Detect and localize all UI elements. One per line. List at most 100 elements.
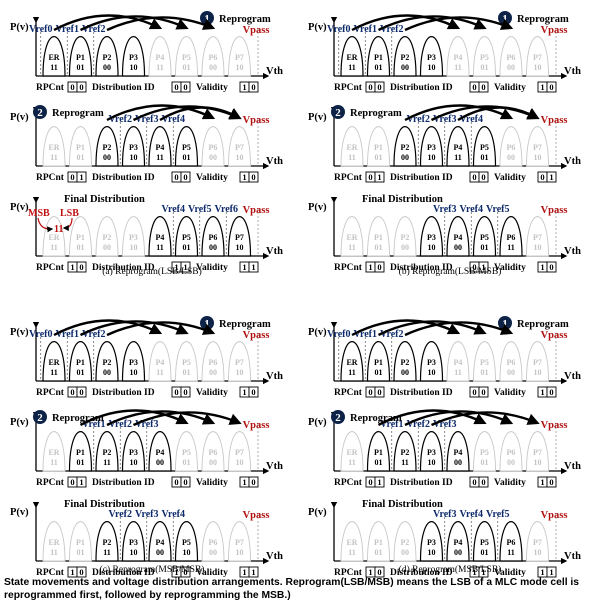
vref-label: Vref5 (486, 509, 510, 520)
ghost-state-bell (393, 521, 417, 562)
ghost-state-bits: 00 (209, 548, 217, 557)
final-distribution-label: Final Distribution (362, 194, 443, 205)
state-bits: 10 (130, 368, 138, 377)
ghost-state-bell (175, 36, 198, 77)
ghost-state-bits: 11 (156, 368, 164, 377)
meta-bit-box (374, 261, 385, 273)
meta-bit-box (76, 171, 87, 183)
meta-bit: 0 (79, 82, 83, 92)
state-bits: 11 (103, 458, 111, 467)
state-bell (121, 341, 146, 382)
vpass-label: Vpass (243, 205, 270, 216)
meta-bit-box (180, 476, 191, 488)
meta-bit: 0 (368, 387, 372, 397)
state-bits: 01 (375, 368, 383, 377)
meta-bit: 0 (251, 387, 255, 397)
state-bits: 10 (236, 243, 244, 252)
p-axis-label: P(v) (308, 507, 327, 518)
ghost-state-label: P6 (209, 358, 218, 367)
rpcnt-label: RPCnt (36, 568, 65, 578)
state-move-arrow (106, 104, 216, 122)
meta-bit: 0 (472, 172, 476, 182)
ghost-state-bell (526, 431, 549, 472)
state-bits: 01 (77, 458, 85, 467)
ghost-state-bell (228, 431, 251, 472)
distribution-id-label: Distribution ID (390, 478, 453, 488)
state-bell (366, 341, 391, 382)
ghost-state-bell (122, 216, 145, 257)
ghost-state-bits: 11 (454, 63, 462, 72)
ghost-state-bits: 00 (401, 548, 409, 557)
step-number-badge (331, 105, 345, 119)
vth-axis-label: Vth (564, 156, 581, 167)
ghost-state-bits: 01 (375, 243, 383, 252)
ghost-state-bell (446, 341, 470, 382)
state-bell (340, 341, 364, 382)
vref-label: Vref5 (486, 204, 510, 215)
ghost-state-label: P6 (507, 53, 516, 62)
ghost-state-bits: 10 (534, 368, 542, 377)
state-move-arrow (351, 14, 461, 32)
state-bell (68, 431, 93, 472)
state-bits: 10 (428, 153, 436, 162)
distribution-row: P(v)VthER11P501P600P710P101P211P310P400V… (10, 409, 283, 488)
ghost-state-bell (201, 126, 225, 167)
vref-label: Vref3 (433, 204, 457, 215)
ghost-state-bits: 01 (481, 458, 489, 467)
p-axis-label: P(v) (10, 22, 29, 33)
state-bell (95, 126, 119, 167)
meta-bit: 0 (472, 477, 476, 487)
reprogram-label: Reprogram (52, 108, 104, 119)
distribution-id-label: Distribution ID (390, 83, 453, 93)
state-bell (393, 36, 417, 77)
state-bits: 00 (156, 458, 164, 467)
state-label: P2 (401, 358, 410, 367)
ghost-state-label: P6 (209, 53, 218, 62)
step-number: 1 (502, 318, 508, 330)
state-label: P4 (156, 143, 165, 152)
vref-label: Vref3 (135, 419, 159, 430)
state-label: P4 (156, 538, 165, 547)
meta-bit: 0 (549, 477, 553, 487)
ghost-state-label: ER (48, 538, 59, 547)
ghost-state-bell (340, 521, 364, 562)
state-label: P3 (427, 233, 436, 242)
distribution-row: P(v)VthP411P501P600P710ER11P101P200P310V… (10, 11, 283, 93)
ghost-state-label: ER (48, 143, 59, 152)
ghost-state-bits: 11 (348, 153, 356, 162)
rpcnt-label: RPCnt (36, 263, 65, 273)
ghost-state-label: ER (346, 143, 357, 152)
p-axis-label: P(v) (10, 202, 29, 213)
state-label: P1 (374, 448, 383, 457)
ghost-state-bell (367, 126, 390, 167)
ghost-state-bell (228, 341, 251, 382)
meta-bit: 0 (368, 477, 372, 487)
meta-bit: 0 (549, 387, 553, 397)
ghost-state-bits: 10 (534, 153, 542, 162)
meta-bit: 0 (79, 567, 83, 577)
meta-bit: 0 (472, 387, 476, 397)
vpass-label: Vpass (541, 330, 568, 341)
state-bell (95, 521, 119, 562)
distribution-row: P(v)VthP411P501P600P710ER11P101P200P310V… (308, 316, 581, 398)
meta-bit: 0 (183, 82, 187, 92)
rpcnt-label: RPCnt (334, 478, 363, 488)
step-number: 2 (335, 107, 341, 119)
meta-bit: 0 (368, 82, 372, 92)
vref-label: Vref4 (161, 509, 185, 520)
vref-label: Vref1 (380, 419, 404, 430)
state-move-arrow (457, 106, 540, 122)
meta-bit: 0 (174, 172, 178, 182)
ghost-state-label: P5 (480, 358, 489, 367)
state-bits: 10 (130, 458, 138, 467)
state-bell (42, 341, 66, 382)
vref-label: Vref3 (433, 114, 457, 125)
state-label: P2 (401, 448, 410, 457)
meta-bit-box (478, 566, 489, 578)
state-bell (174, 521, 199, 562)
ghost-state-bits: 11 (50, 548, 58, 557)
meta-bit: 1 (368, 567, 372, 577)
ghost-state-bits: 01 (77, 548, 85, 557)
meta-bit: 0 (377, 387, 381, 397)
state-bits: 11 (507, 243, 515, 252)
